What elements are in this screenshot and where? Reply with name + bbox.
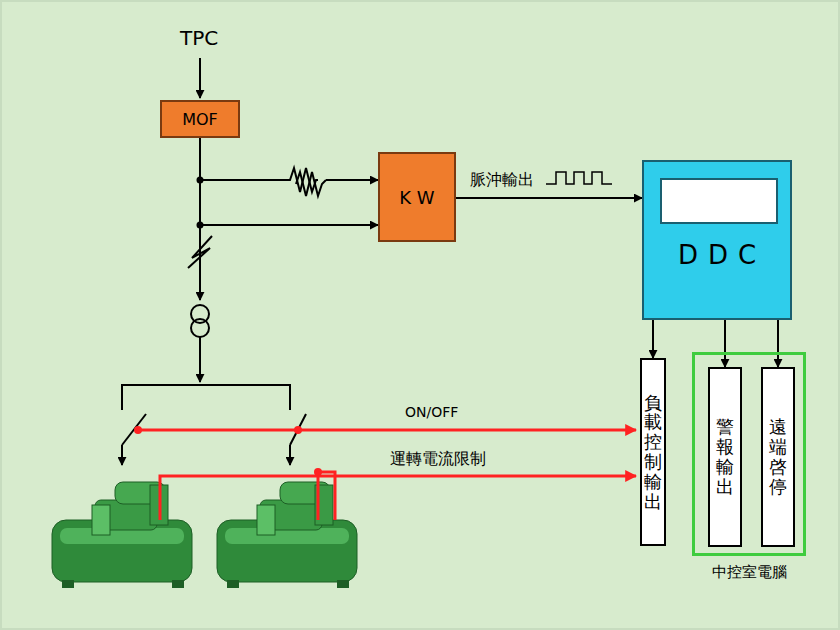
wire-dot xyxy=(294,426,302,434)
output-panel: 負載控制輸出 xyxy=(640,358,666,546)
node-label: 遠端啓停 xyxy=(769,417,787,496)
node-label: DDC xyxy=(644,240,790,270)
pt-symbol xyxy=(284,162,326,198)
supply-arrow xyxy=(199,58,201,98)
output-panel: 警報輸出 xyxy=(708,367,742,547)
connector xyxy=(456,197,642,199)
feeder-arrow xyxy=(199,272,201,300)
current-limit-wire xyxy=(160,472,636,520)
signal-label: 運轉電流限制 xyxy=(390,449,486,470)
feeder-arrow xyxy=(199,337,201,382)
node-label: K W xyxy=(399,187,434,208)
wire-dot xyxy=(314,468,322,476)
supply-label: TPC xyxy=(180,26,218,50)
central-computer-group: 中控室電腦警報輸出遠端啓停 xyxy=(692,352,806,556)
control-wire xyxy=(138,429,636,432)
node-label: 負載控制輸出 xyxy=(644,393,662,512)
signal-label: ON/OFF xyxy=(405,404,458,420)
group-heading: 中控室電腦 xyxy=(675,563,823,582)
feeder-line xyxy=(199,225,201,300)
kw-meter-box: K W xyxy=(378,152,456,242)
junction-dot xyxy=(197,177,204,184)
connector xyxy=(652,320,654,358)
breaker-switch xyxy=(122,414,306,465)
ct-symbol xyxy=(186,228,214,272)
output-panel: 遠端啓停 xyxy=(761,367,795,547)
pulse-waveform xyxy=(546,172,612,184)
junction-dot xyxy=(197,222,204,229)
bus-bar xyxy=(122,385,290,410)
connector xyxy=(200,138,378,225)
connector xyxy=(724,320,726,367)
wire-dot xyxy=(134,426,142,434)
node-label: MOF xyxy=(182,110,218,129)
ddc-screen xyxy=(660,178,778,224)
connector xyxy=(777,320,779,367)
edge-label: 脈沖輸出 xyxy=(470,170,534,191)
transformer-symbol xyxy=(191,305,209,337)
chiller-unit xyxy=(52,482,192,588)
ddc-controller: DDC xyxy=(642,160,792,320)
node-label: 警報輸出 xyxy=(716,417,734,496)
meter-box: MOF xyxy=(160,100,240,138)
